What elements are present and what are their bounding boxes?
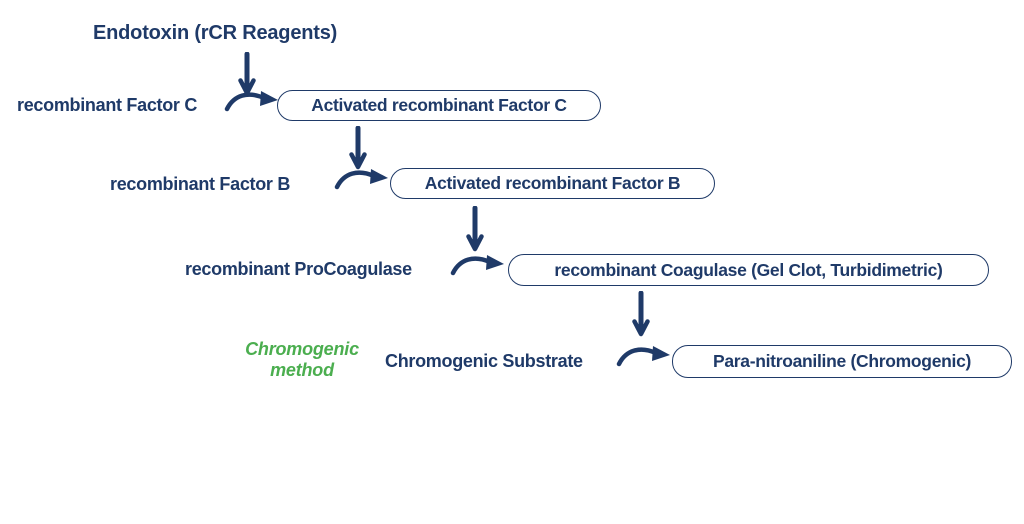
product-box-para-nitroaniline: Para-nitroaniline (Chromogenic) [672, 345, 1012, 378]
down-arrow-icon [630, 291, 652, 337]
annotation-line-1: Chromogenic [245, 339, 359, 359]
diagram-title: Endotoxin (rCR Reagents) [93, 22, 338, 44]
curved-arrow-icon [616, 343, 672, 369]
chromogenic-method-annotation: Chromogenic method [222, 339, 382, 381]
annotation-line-2: method [270, 360, 334, 380]
product-box-activated-factor-b: Activated recombinant Factor B [390, 168, 715, 199]
curved-arrow-icon [334, 166, 390, 192]
substrate-label-factor-b: recombinant Factor B [110, 174, 291, 194]
substrate-label-factor-c: recombinant Factor C [17, 95, 198, 115]
curved-arrow-icon [450, 252, 506, 278]
substrate-label-procoagulase: recombinant ProCoagulase [185, 259, 412, 279]
curved-arrow-icon [224, 88, 280, 114]
product-box-activated-factor-c: Activated recombinant Factor C [277, 90, 601, 121]
substrate-label-chromogenic-substrate: Chromogenic Substrate [385, 351, 583, 371]
product-box-coagulase: recombinant Coagulase (Gel Clot, Turbidi… [508, 254, 989, 286]
down-arrow-icon [347, 126, 369, 170]
down-arrow-icon [464, 206, 486, 252]
